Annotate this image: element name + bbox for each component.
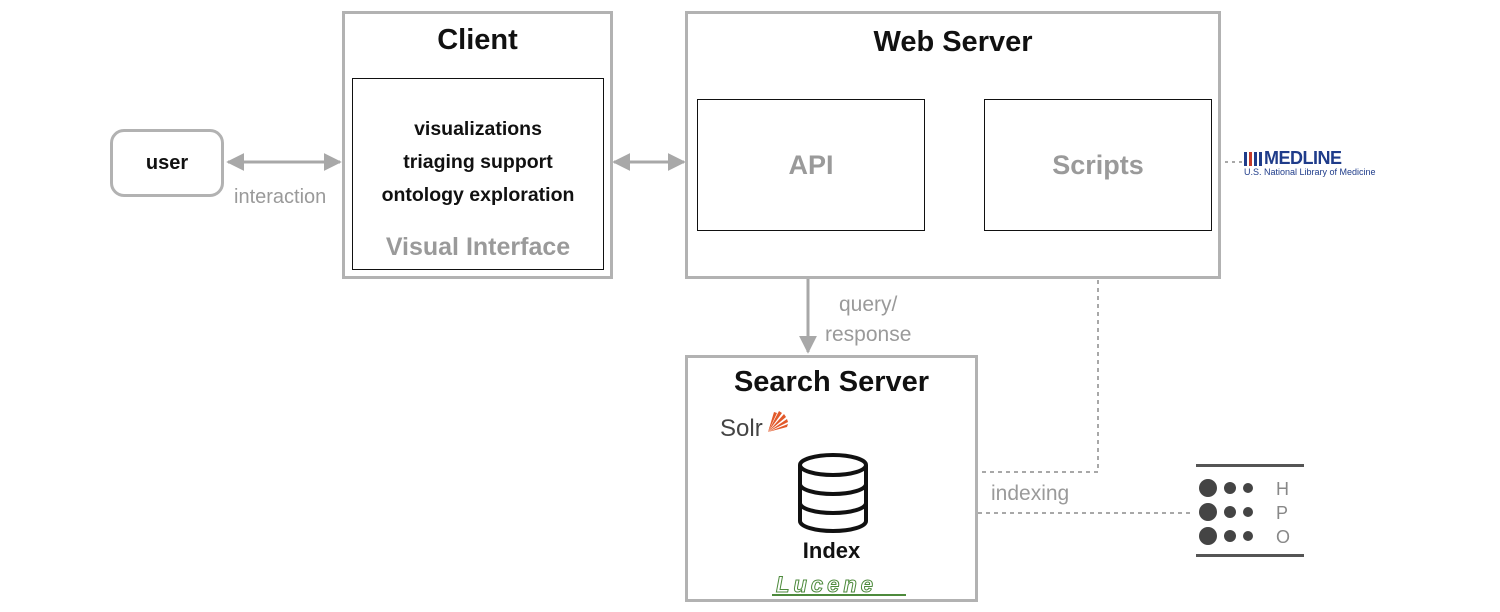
scripts-box: Scripts (984, 99, 1212, 231)
client-box: Client visualizations triaging support o… (342, 11, 613, 279)
lucene-underline (772, 594, 906, 596)
solr-logo: Solr (720, 411, 800, 444)
feature-item: ontology exploration (381, 184, 575, 206)
api-box: API (697, 99, 925, 231)
medline-logo: MEDLINE U.S. National Library of Medicin… (1244, 148, 1400, 180)
lucene-label: Lucene (775, 572, 878, 598)
user-label: user (145, 151, 189, 174)
hpo-letter: P (1276, 503, 1289, 523)
search-server-box: Search Server Solr Index Lucene (685, 355, 978, 602)
indexing-label: indexing (991, 482, 1070, 505)
lucene-logo: Lucene (772, 572, 908, 598)
hpo-top-rule (1196, 464, 1304, 467)
feature-item: visualizations (414, 118, 542, 140)
scripts-label: Scripts (1052, 149, 1144, 180)
interaction-label: interaction (234, 186, 327, 208)
response-label: response (825, 323, 912, 346)
hpo-dots-icon (1199, 479, 1253, 545)
index-label: Index (802, 538, 861, 563)
database-icon (798, 453, 868, 533)
query-label: query/ (839, 293, 898, 316)
hpo-logo: H P O (1196, 464, 1306, 560)
hpo-letters: H P O (1276, 477, 1290, 549)
feature-item: triaging support (403, 151, 553, 173)
search-server-title: Search Server (733, 366, 930, 398)
client-features: visualizations triaging support ontology… (353, 113, 603, 212)
hpo-letter: O (1276, 527, 1291, 547)
visual-interface-box: visualizations triaging support ontology… (352, 78, 604, 270)
medline-bars-icon (1244, 152, 1262, 166)
medline-name: MEDLINE (1264, 148, 1342, 168)
medline-subtitle: U.S. National Library of Medicine (1244, 167, 1376, 177)
query-response-label: query/ response (825, 290, 911, 350)
web-server-title: Web Server (873, 26, 1033, 58)
hpo-bottom-rule (1196, 554, 1304, 557)
api-label: API (788, 149, 834, 180)
visual-interface-label: Visual Interface (385, 233, 571, 261)
user-box: user (110, 129, 224, 197)
hpo-letter: H (1276, 479, 1289, 499)
solr-label: Solr (720, 415, 763, 442)
web-server-box: Web Server API Scripts (685, 11, 1221, 279)
client-title: Client (437, 24, 518, 56)
solr-sun-icon (768, 411, 788, 432)
